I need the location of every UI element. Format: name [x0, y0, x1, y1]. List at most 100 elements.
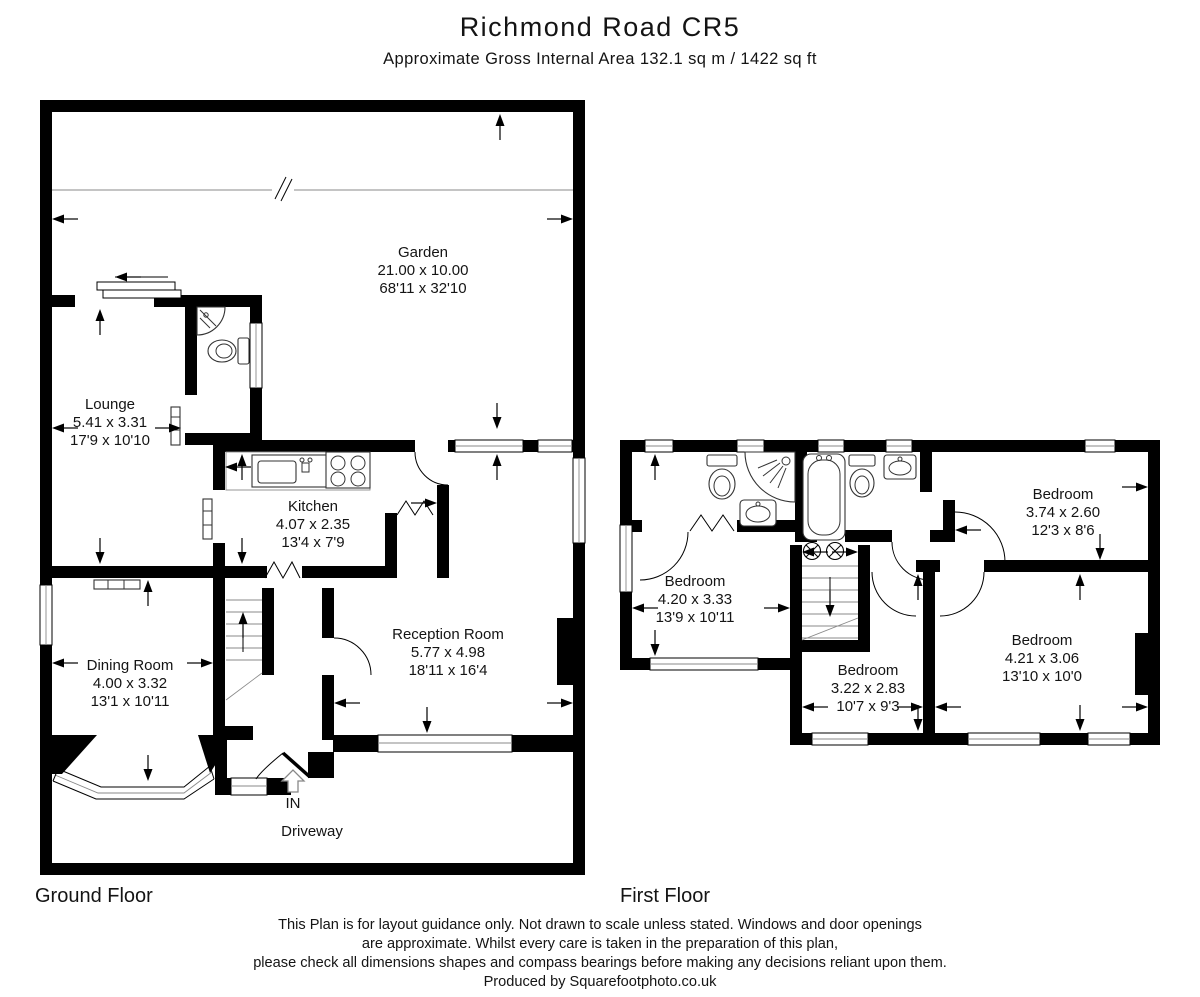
reception-door-arc — [333, 637, 372, 676]
bathroom-door-arc — [891, 541, 931, 581]
room-dim-imperial: 68'11 x 32'10 — [379, 280, 466, 297]
first-floor-windows — [619, 439, 1131, 746]
ground-floor-plan: Garden 21.00 x 10.00 68'11 x 32'10 Loung… — [39, 100, 586, 875]
room-dim-metric: 4.07 x 2.35 — [276, 516, 350, 533]
window — [644, 439, 674, 453]
staircase-first — [801, 565, 859, 641]
chimney-breast — [1135, 633, 1148, 695]
radiator-icon — [93, 579, 141, 590]
basin-icon — [739, 499, 777, 527]
kitchen-sink-icon — [251, 454, 331, 488]
window — [619, 524, 633, 593]
basin-icon — [883, 454, 917, 480]
room-dim-metric: 4.21 x 3.06 — [1005, 650, 1079, 667]
room-label-bedroom: Bedroom — [1033, 486, 1094, 503]
disclaimer-line: This Plan is for layout guidance only. N… — [278, 917, 922, 933]
hob-icon — [325, 451, 371, 489]
room-dim-imperial: 13'9 x 10'11 — [656, 609, 735, 626]
garden-fence-line — [52, 176, 573, 202]
front-door-arc — [255, 752, 284, 780]
window — [811, 732, 869, 746]
wall-opening-zigzag — [689, 514, 735, 532]
patio-door — [96, 271, 182, 299]
window — [817, 439, 845, 453]
stairs-up-arrow-icon — [237, 611, 249, 639]
room-dim-metric: 4.00 x 3.32 — [93, 675, 167, 692]
room-label-bedroom: Bedroom — [1012, 632, 1073, 649]
ground-floor-label: Ground Floor — [35, 885, 153, 907]
window — [230, 777, 268, 796]
kitchen-fixtures — [225, 451, 371, 491]
light-symbol-icon — [825, 541, 845, 561]
room-label-reception: Reception Room — [392, 626, 504, 643]
bath-icon — [802, 453, 846, 541]
room-dim-imperial: 13'1 x 10'11 — [91, 693, 170, 710]
bedroom-door-arc — [939, 571, 985, 617]
ground-floor-windows — [39, 322, 586, 796]
toilet-icon — [848, 454, 876, 498]
window — [572, 457, 586, 544]
room-dim-metric: 5.41 x 3.31 — [73, 414, 147, 431]
bedroom-door-arc — [871, 571, 917, 617]
room-dim-imperial: 13'10 x 10'0 — [1002, 668, 1082, 685]
room-label-garden: Garden — [398, 244, 448, 261]
window — [967, 732, 1041, 746]
chimney-breast — [557, 618, 573, 685]
bathroom-fixtures — [802, 453, 917, 541]
wc-fixtures — [196, 306, 250, 365]
first-floor-plan: Bedroom 4.20 x 3.33 13'9 x 10'11 Bedroom… — [619, 439, 1160, 746]
window — [249, 322, 263, 389]
in-arrow-icon — [280, 769, 306, 793]
radiator-icon — [202, 498, 213, 540]
window — [1087, 732, 1131, 746]
bay-window-pier — [198, 735, 225, 773]
room-dim-metric: 3.74 x 2.60 — [1026, 504, 1100, 521]
room-label-kitchen: Kitchen — [288, 498, 338, 515]
in-label: IN — [286, 795, 301, 812]
disclaimer: This Plan is for layout guidance only. N… — [253, 917, 947, 990]
driveway-label: Driveway — [281, 823, 343, 840]
room-dim-metric: 5.77 x 4.98 — [411, 644, 485, 661]
first-floor-label: First Floor — [620, 885, 710, 907]
room-dim-imperial: 17'9 x 10'10 — [70, 432, 150, 449]
toilet-icon — [706, 454, 738, 500]
room-label-bedroom: Bedroom — [665, 573, 726, 590]
page-subtitle: Approximate Gross Internal Area 132.1 sq… — [383, 50, 817, 68]
disclaimer-line: Produced by Squarefootphoto.co.uk — [484, 974, 718, 990]
bedroom-door-arc — [954, 511, 1006, 563]
wall-opening-zigzag — [264, 560, 301, 580]
disclaimer-line: please check all dimensions shapes and c… — [253, 955, 947, 971]
window — [885, 439, 913, 453]
ground-floor-doors — [255, 451, 449, 780]
room-dim-imperial: 18'11 x 16'4 — [409, 662, 488, 679]
window — [736, 439, 765, 453]
window — [454, 439, 524, 453]
toilet-icon — [207, 337, 250, 365]
room-dim-imperial: 12'3 x 8'6 — [1031, 522, 1094, 539]
room-label-lounge: Lounge — [85, 396, 135, 413]
shower-icon — [744, 451, 796, 503]
bedroom-door-arc — [639, 531, 689, 581]
window — [1084, 439, 1116, 453]
kitchen-door-arc — [414, 451, 449, 486]
staircase-ground — [225, 599, 263, 701]
room-label-dining: Dining Room — [87, 657, 174, 674]
disclaimer-line: are approximate. Whilst every care is ta… — [362, 936, 838, 952]
room-dim-imperial: 10'7 x 9'3 — [836, 698, 899, 715]
room-label-bedroom: Bedroom — [838, 662, 899, 679]
window — [537, 439, 573, 453]
window — [649, 657, 759, 671]
window — [39, 584, 53, 646]
bay-window-pier — [52, 735, 97, 774]
room-dim-metric: 21.00 x 10.00 — [378, 262, 469, 279]
room-dim-imperial: 13'4 x 7'9 — [281, 534, 344, 551]
stairs-down-arrow-icon — [824, 590, 836, 618]
first-floor-doors — [639, 511, 1006, 617]
slide-direction-arrow-icon — [114, 271, 142, 283]
room-dim-metric: 4.20 x 3.33 — [658, 591, 732, 608]
ground-floor-boundary-walls — [40, 100, 585, 875]
room-dim-metric: 3.22 x 2.83 — [831, 680, 905, 697]
page-title: Richmond Road CR5 — [460, 12, 741, 42]
front-door-leaf — [281, 751, 312, 779]
